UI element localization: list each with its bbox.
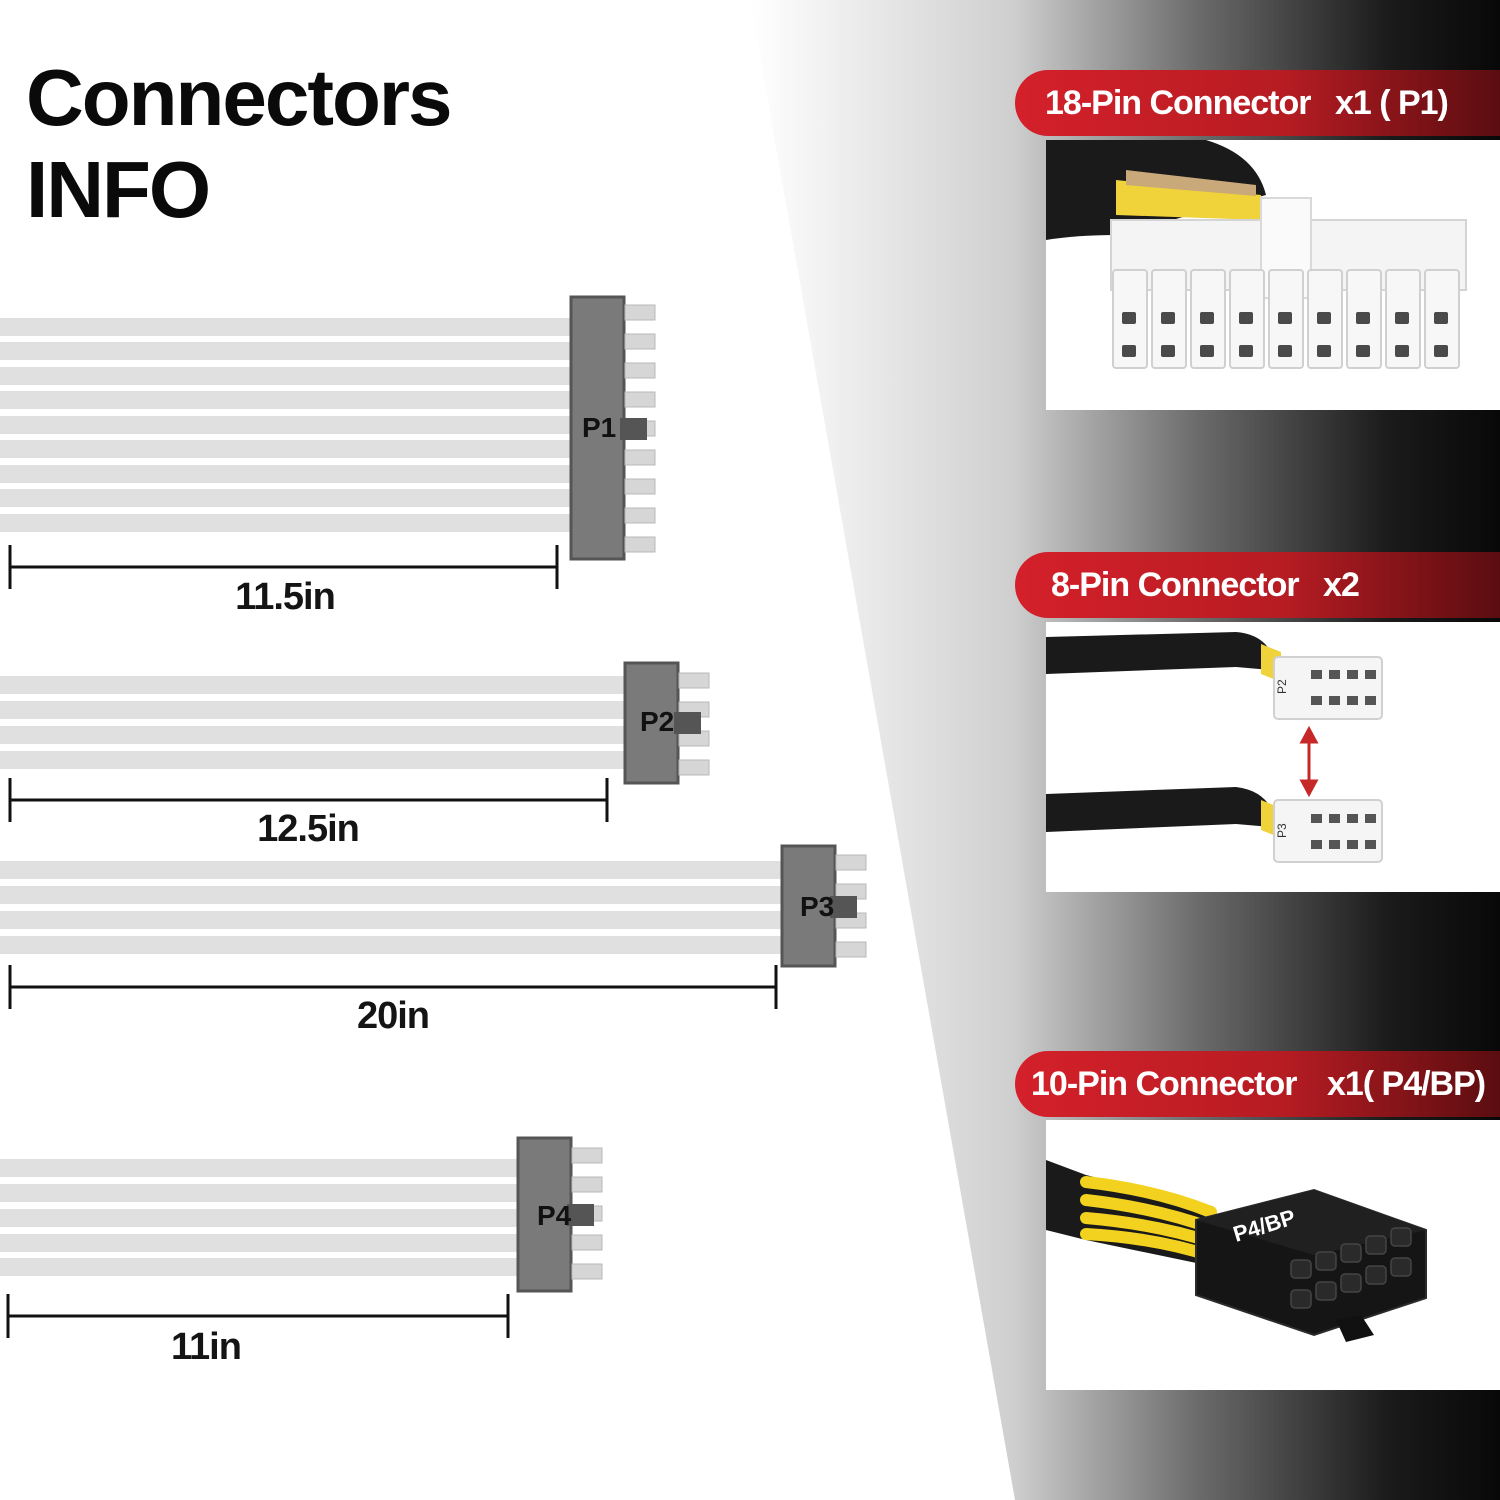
cable-p4-wires bbox=[0, 1159, 518, 1276]
connector-heading-8pin: 8-Pin Connector x2 bbox=[1015, 552, 1500, 618]
photo-10pin-connector: P4/BP bbox=[1046, 1120, 1500, 1390]
tag-p3: P3 bbox=[1275, 823, 1289, 838]
connector-10pin-qty: x1( P4/BP) bbox=[1326, 1065, 1486, 1103]
page-title: Connectors INFO bbox=[26, 52, 452, 236]
connector-p1-pins bbox=[624, 304, 656, 553]
dimension-line-p1 bbox=[8, 545, 559, 589]
connector-heading-18pin: 18-Pin Connector x1 ( P1) bbox=[1015, 70, 1500, 136]
cable-p1 bbox=[0, 295, 656, 589]
connector-10pin-name: 10-Pin Connector bbox=[1031, 1065, 1297, 1103]
tag-p2: P2 bbox=[1275, 679, 1289, 694]
connector-p1-label: P1 bbox=[582, 412, 617, 443]
double-arrow-icon bbox=[1299, 725, 1319, 798]
connector-p2-latch bbox=[674, 712, 701, 734]
connector-p3-label: P3 bbox=[800, 891, 835, 922]
cable-p3-wires bbox=[0, 861, 782, 954]
connector-p4-label: P4 bbox=[537, 1200, 572, 1231]
connector-p1-latch bbox=[620, 418, 647, 440]
connector-heading-10pin: 10-Pin Connector x1( P4/BP) bbox=[1015, 1051, 1500, 1117]
cable-p3 bbox=[0, 844, 867, 1009]
connector-p4-latch bbox=[567, 1204, 594, 1226]
length-label-p3: 20in bbox=[356, 995, 430, 1037]
length-label-p1: 11.5in bbox=[235, 576, 336, 618]
connector-p2-pins bbox=[678, 672, 710, 776]
illustration-10pin: P4/BP bbox=[1046, 1160, 1427, 1342]
connector-p4-housing bbox=[516, 1136, 573, 1293]
connector-8pin-qty: x2 bbox=[1323, 566, 1360, 604]
cable-p4 bbox=[0, 1136, 603, 1338]
dimension-line-p3 bbox=[8, 965, 778, 1009]
connector-18pin-qty: x1 ( P1) bbox=[1334, 84, 1449, 122]
illustration-8pin: P2 P3 bbox=[1046, 632, 1383, 863]
length-label-p4: 11in bbox=[171, 1326, 242, 1368]
title-line-2: INFO bbox=[26, 145, 211, 234]
connector-p2-label: P2 bbox=[640, 706, 675, 737]
photo-18pin-connector bbox=[1046, 140, 1500, 410]
title-line-1: Connectors bbox=[26, 53, 452, 142]
connector-p3-housing bbox=[780, 844, 837, 968]
illustration-18pin bbox=[1046, 140, 1467, 369]
cable-p1-wires bbox=[0, 318, 572, 532]
photo-8pin-connectors: P2 P3 bbox=[1046, 622, 1500, 892]
cable-p2 bbox=[0, 661, 710, 822]
connector-8pin-name: 8-Pin Connector bbox=[1051, 566, 1300, 604]
connector-p3-photo bbox=[1273, 799, 1383, 863]
connector-p3-latch bbox=[830, 896, 857, 918]
cable-diagram bbox=[0, 295, 867, 1338]
connector-18pin-name: 18-Pin Connector bbox=[1045, 84, 1311, 122]
connector-p1-housing bbox=[569, 295, 626, 561]
cable-p2-wires bbox=[0, 676, 625, 769]
length-label-p2: 12.5in bbox=[257, 808, 360, 850]
dimension-line-p2 bbox=[8, 778, 609, 822]
dimension-line-p4 bbox=[6, 1294, 510, 1338]
connector-p2-photo bbox=[1273, 656, 1383, 720]
connector-p3-pins bbox=[835, 854, 867, 958]
